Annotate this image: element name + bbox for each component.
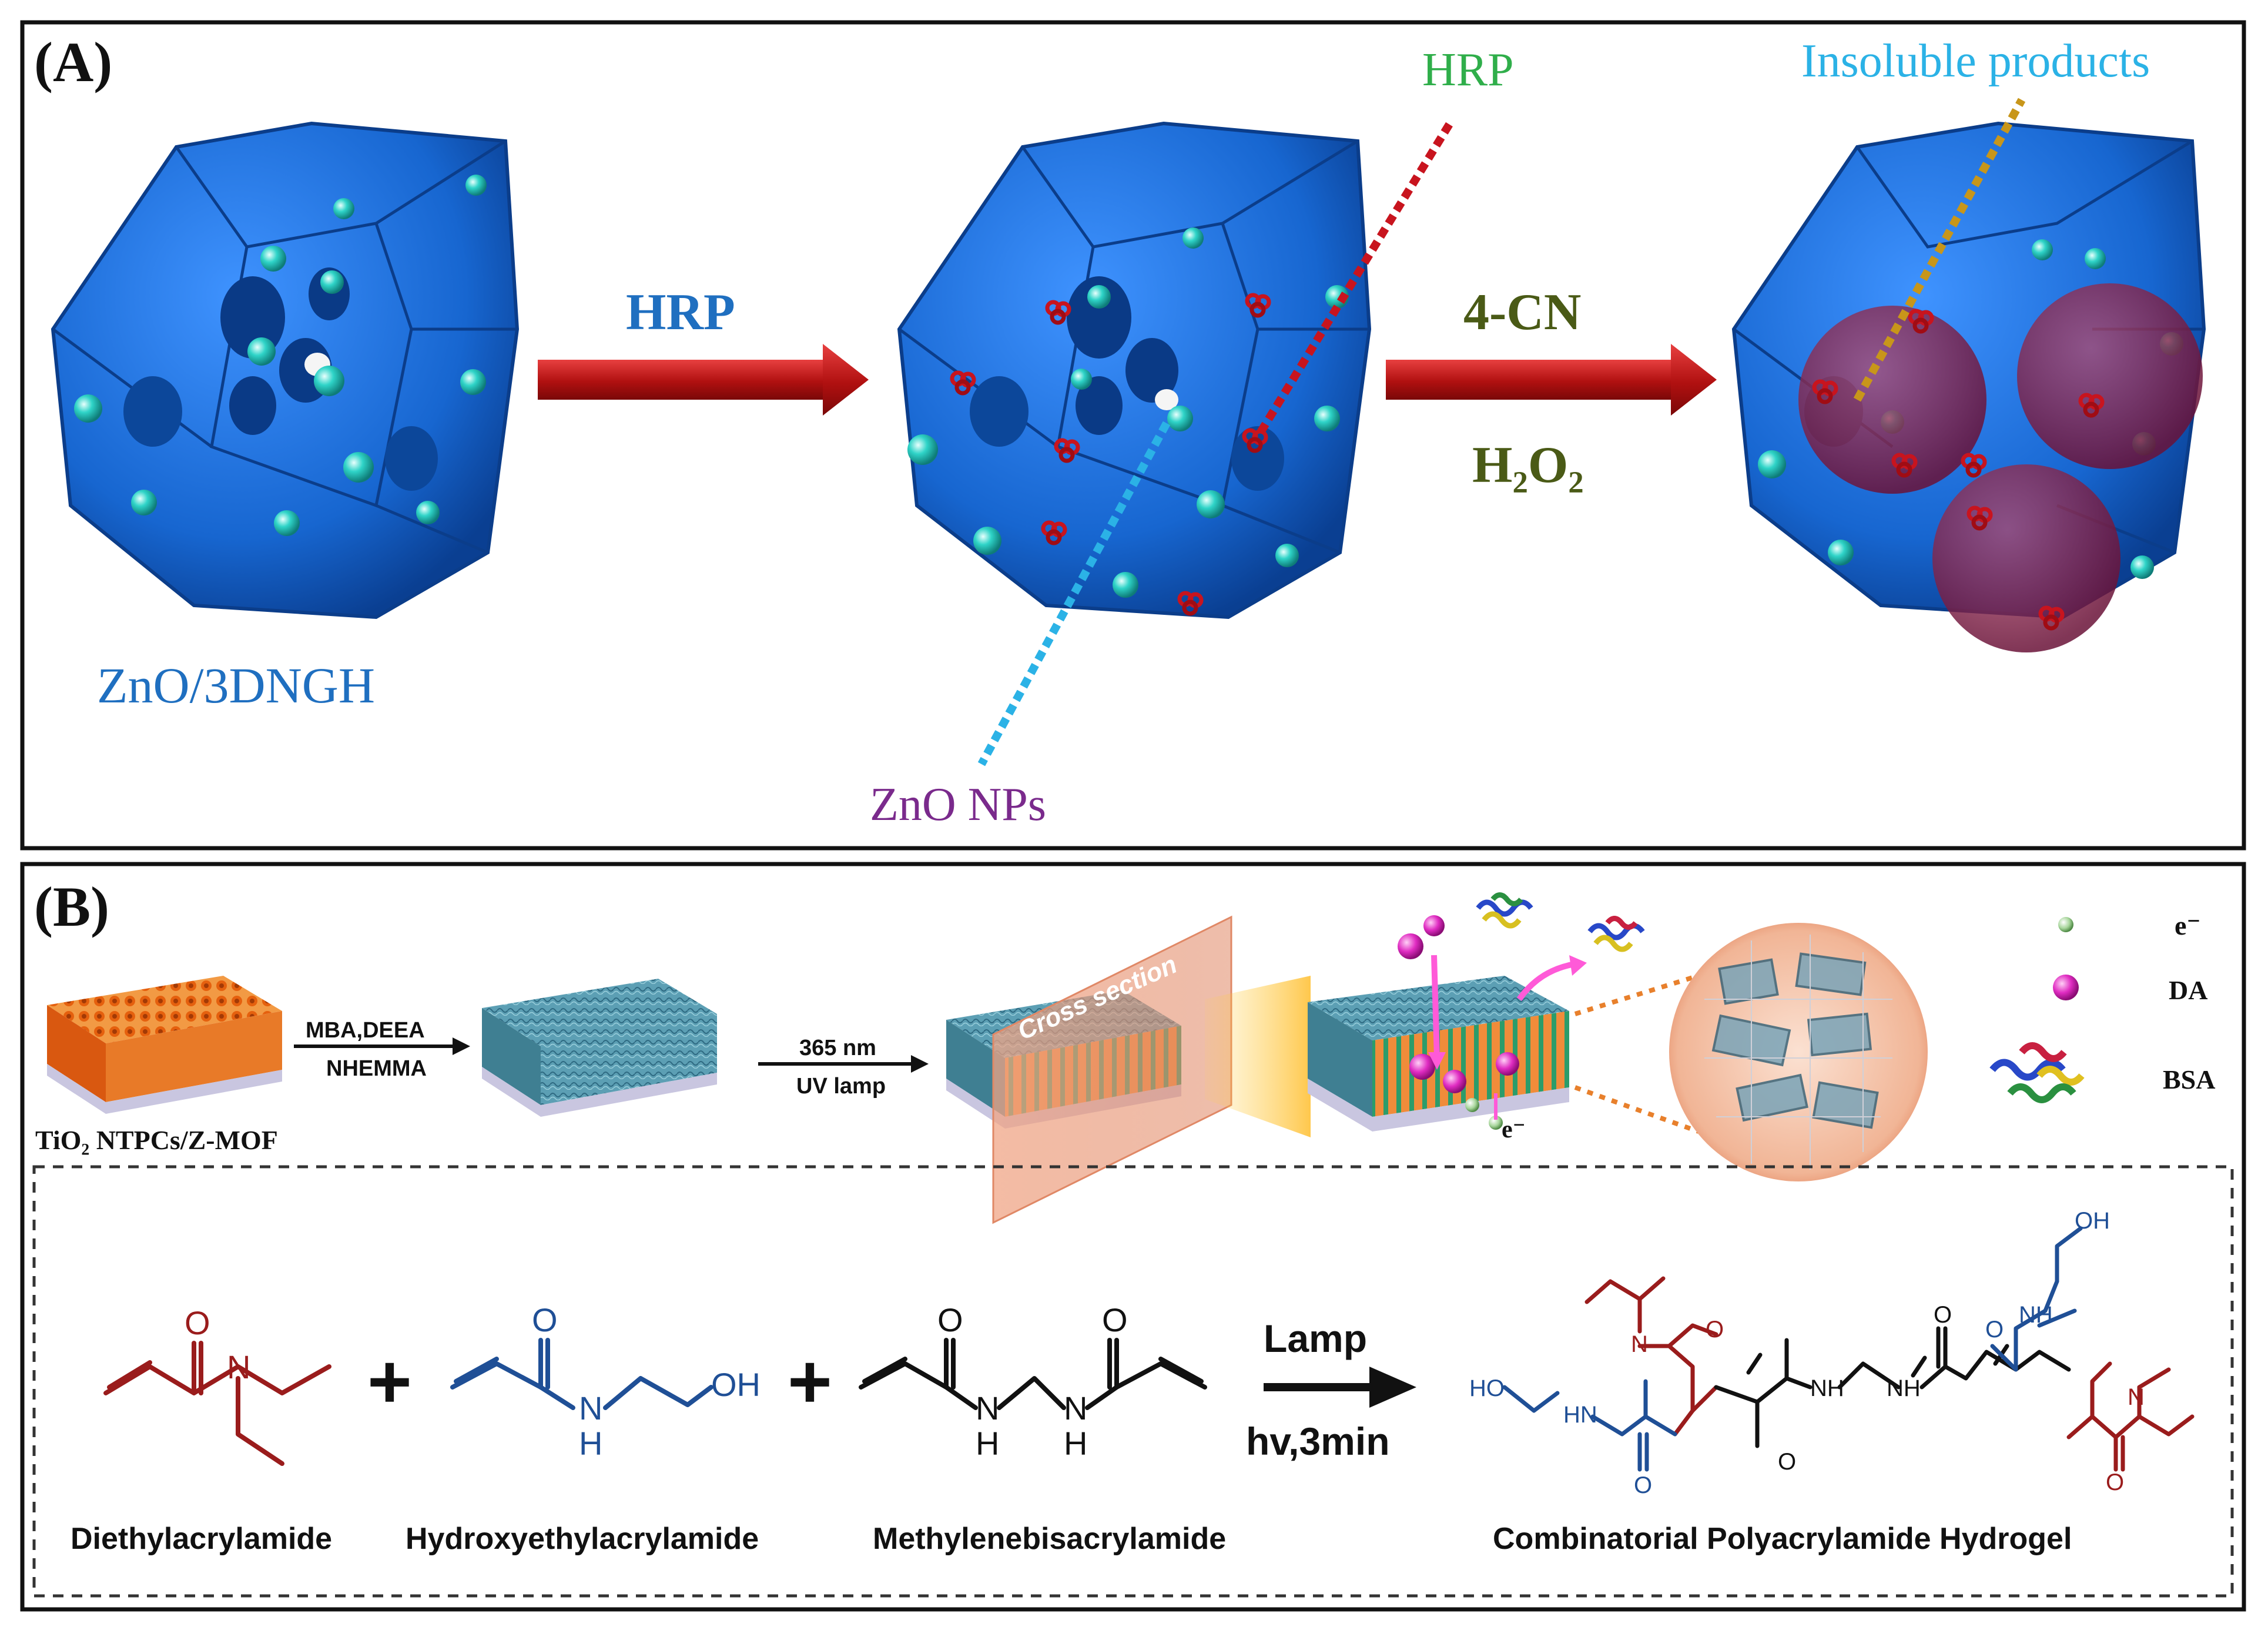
- step2-line1: 365 nm: [799, 1036, 876, 1060]
- step1-line2: NHEMMA: [326, 1056, 427, 1081]
- product-atom-ho: HO: [1469, 1375, 1505, 1401]
- callout-zno-line: [977, 421, 1171, 766]
- atom-h-3b: H: [1064, 1425, 1087, 1462]
- name-product: Combinatorial Polyacrylamide Hydrogel: [1493, 1522, 2072, 1556]
- callout-zno: ZnO NPs: [870, 779, 1046, 831]
- atom-o-3b: O: [1102, 1301, 1128, 1338]
- atom-o-3a: O: [937, 1301, 963, 1338]
- product-atom-o-d: O: [1934, 1302, 1952, 1328]
- product-atom-hn: HN: [1563, 1402, 1597, 1428]
- legend: [1989, 917, 2085, 1103]
- product-atom-o-c: O: [1778, 1449, 1796, 1475]
- legend-label-electron: e⁻: [2175, 910, 2201, 940]
- legend-label-da: DA: [2169, 975, 2207, 1005]
- arrow-hrp: [538, 344, 869, 416]
- framework-zno-3dngh: [51, 121, 520, 620]
- mof-zoom-circle: [1669, 923, 1928, 1181]
- atom-n-3a: N: [976, 1390, 999, 1427]
- name-hydroxyethylacrylamide: Hydroxyethylacrylamide: [406, 1522, 759, 1556]
- zno-particles-1: [74, 175, 487, 536]
- framework-with-hrp: [897, 121, 1372, 620]
- product-atom-nh-c: NH: [2019, 1302, 2053, 1328]
- zoom-beam: [1205, 976, 1311, 1137]
- arrow-4cn-h2o2: [1386, 344, 1717, 416]
- cross-section-block: [946, 915, 1232, 1224]
- product-atom-o-f: O: [1985, 1317, 2004, 1343]
- material-label: ZnO/3DNGH: [97, 657, 375, 714]
- atom-h-2: H: [579, 1425, 602, 1462]
- structure-diethylacrylamide: [103, 1341, 331, 1466]
- product-atom-o-e: O: [1634, 1472, 1652, 1498]
- atom-o-1: O: [185, 1304, 210, 1341]
- step1-line1: MBA,DEEA: [306, 1018, 425, 1043]
- callout-products-line: [1853, 98, 2026, 402]
- product-atom-labels: O N O N NH NH O O HO HN O OH NH O: [1469, 1208, 2145, 1498]
- arrow2-label-top: 4-CN: [1463, 284, 1581, 341]
- tio2-substrate-block: [47, 976, 282, 1114]
- step1-arrowhead: [453, 1037, 470, 1055]
- panel-b-label: (B): [34, 875, 109, 938]
- arrow2-label-bottom: H₂O₂: [1472, 437, 1584, 494]
- reaction-box: [32, 1165, 2234, 1598]
- electrode-electron-label: e⁻: [1502, 1116, 1526, 1143]
- name-methylenebisacrylamide: Methylenebisacrylamide: [873, 1522, 1226, 1556]
- arrow1-label: HRP: [626, 284, 735, 341]
- atom-n-2: N: [579, 1390, 602, 1427]
- atom-o-2: O: [532, 1301, 558, 1338]
- atom-n-3b: N: [1064, 1390, 1087, 1427]
- reaction-arrow-bottom: hv,3min: [1246, 1420, 1390, 1463]
- legend-electron-dot: [2058, 917, 2073, 932]
- atom-n-1: N: [227, 1348, 250, 1385]
- atom-oh-2: OH: [711, 1366, 761, 1403]
- atom-h-3a: H: [976, 1425, 999, 1462]
- structure-methylenebisacrylamide: [859, 1338, 1207, 1410]
- product-atom-n-a: N: [1631, 1331, 1648, 1357]
- product-atom-o-b: O: [2106, 1469, 2124, 1495]
- zno-particles-2: [907, 227, 1349, 598]
- product-atom-o-a: O: [1706, 1317, 1724, 1343]
- step2-line2: UV lamp: [796, 1074, 886, 1099]
- gel-coated-block: [482, 979, 717, 1117]
- panel-b-border: [20, 862, 2246, 1612]
- panel-a-label: (A): [34, 31, 112, 93]
- legend-bsa-ribbon: [1989, 1042, 2085, 1103]
- plus-2: +: [788, 1338, 832, 1424]
- enlarged-electrode: [1308, 915, 1587, 1131]
- bsa-protein-icons: [1476, 892, 1645, 952]
- structure-polyacrylamide-hydrogel: [1502, 1226, 2195, 1472]
- reaction-arrowhead: [1369, 1367, 1416, 1408]
- product-atom-nh-b: NH: [1887, 1375, 1921, 1401]
- step2-arrowhead: [911, 1055, 929, 1073]
- product-atom-n-b: N: [2128, 1384, 2145, 1410]
- legend-da-sphere: [2053, 975, 2079, 1000]
- callout-products: Insoluble products: [1801, 35, 2150, 87]
- product-atom-oh: OH: [2075, 1208, 2110, 1234]
- legend-label-bsa: BSA: [2163, 1064, 2215, 1094]
- product-atom-nh-a: NH: [1810, 1375, 1844, 1401]
- panel-a-border: [20, 20, 2246, 851]
- zoom-line-bottom: [1574, 1085, 1700, 1134]
- plus-1: +: [367, 1338, 412, 1424]
- structure-hydroxyethylacrylamide: [450, 1338, 713, 1410]
- name-diethylacrylamide: Diethylacrylamide: [71, 1522, 332, 1556]
- reaction-arrow-top: Lamp: [1264, 1317, 1367, 1360]
- callout-hrp: HRP: [1422, 44, 1514, 96]
- substrate-label: TiO₂ NTPCs/Z-MOF: [35, 1125, 278, 1155]
- zoom-line-top: [1574, 973, 1700, 1016]
